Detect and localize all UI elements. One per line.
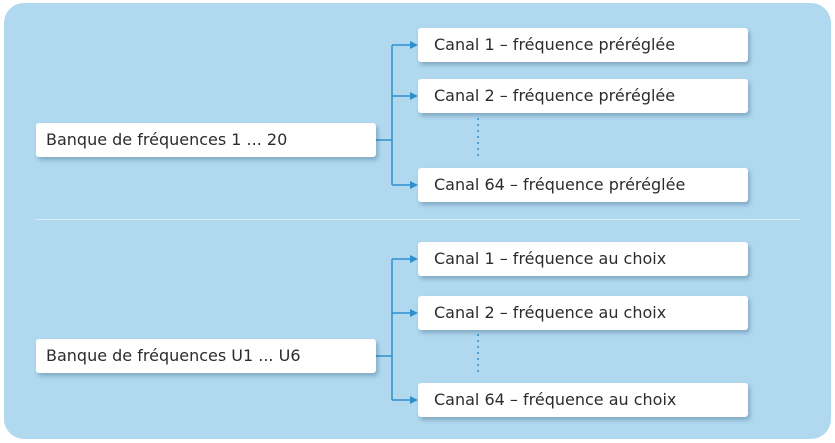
channel-box-1-preset: Canal 1 – fréquence préréglée xyxy=(418,28,748,62)
channel-box-1-choice: Canal 1 – fréquence au choix xyxy=(418,242,748,276)
arrow-head xyxy=(410,181,418,189)
arrow-head xyxy=(410,92,418,100)
arrow-head xyxy=(410,41,418,49)
channel-box-2-choice: Canal 2 – fréquence au choix xyxy=(418,296,748,330)
channel-box-2-preset: Canal 2 – fréquence préréglée xyxy=(418,79,748,113)
channel-box-64-preset: Canal 64 – fréquence préréglée xyxy=(418,168,748,202)
section-divider xyxy=(36,219,800,220)
arrow-head xyxy=(410,309,418,317)
bank-box-u1-u6: Banque de fréquences U1 ... U6 xyxy=(36,339,376,373)
channel-box-64-choice: Canal 64 – fréquence au choix xyxy=(418,383,748,417)
arrow-head xyxy=(410,255,418,263)
bank-box-1-20: Banque de fréquences 1 ... 20 xyxy=(36,123,376,157)
arrow-head xyxy=(410,396,418,404)
